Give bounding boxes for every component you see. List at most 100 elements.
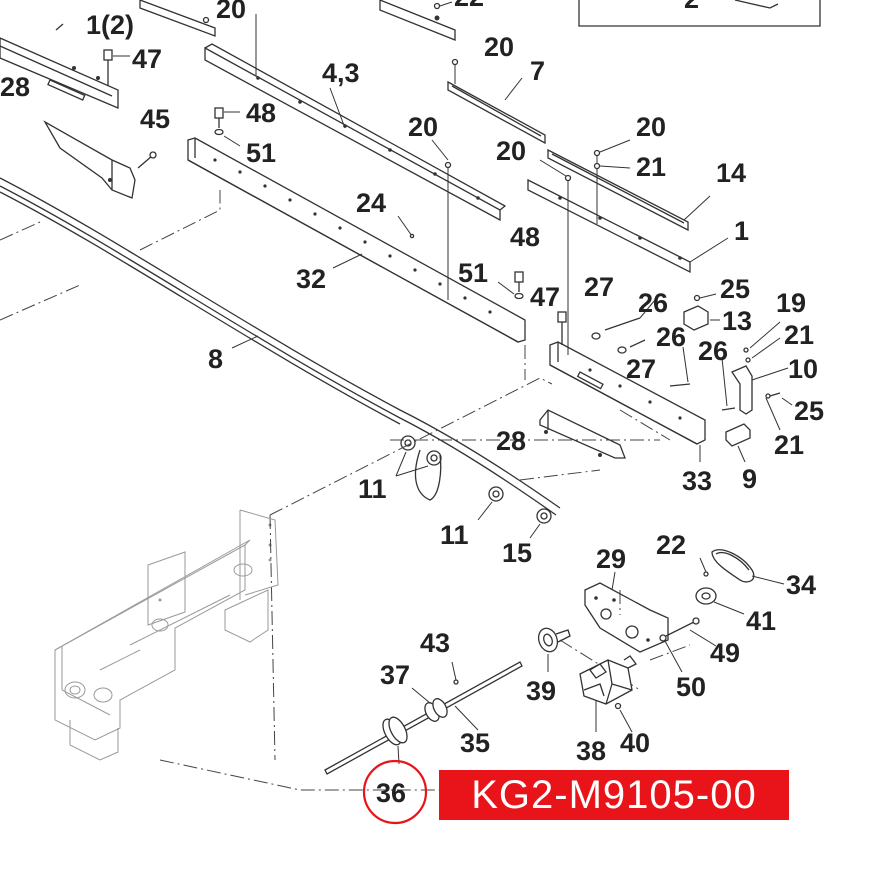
part-22-top-rail [379, 0, 456, 41]
callout-1-2: 1(2) [86, 10, 134, 40]
callout-36-highlighted: 36 [376, 778, 406, 808]
callout-37: 37 [380, 660, 410, 690]
callout-34: 34 [786, 570, 816, 600]
part-28-left-bracket [43, 120, 136, 199]
callout-9: 9 [742, 464, 757, 494]
callout-28: 28 [0, 72, 30, 102]
part-39-pulley [537, 627, 571, 672]
callout-13: 13 [722, 306, 752, 336]
part-14-rail [547, 148, 711, 232]
callout-50: 50 [676, 672, 706, 702]
part-32-bar [187, 137, 526, 343]
part-48-bolt-a [214, 107, 241, 147]
callout-32: 32 [296, 264, 326, 294]
callout-48: 48 [510, 222, 540, 252]
callout-33: 33 [682, 466, 712, 496]
callout-labels: 1(2) 20 22 2 47 28 45 48 51 4,3 20 7 20 … [0, 0, 824, 808]
callout-20: 20 [484, 32, 514, 62]
callout-41: 41 [746, 606, 776, 636]
ghost-base-assembly [54, 509, 279, 761]
part-code-label: KG2-M9105-00 [439, 770, 789, 820]
part-7-rail [447, 62, 546, 145]
callout-40: 40 [620, 728, 650, 758]
part-13-block [683, 293, 720, 331]
callout-15: 15 [502, 538, 532, 568]
part-33-frame [549, 341, 706, 462]
part-37-collar [411, 687, 448, 722]
callout-35: 35 [460, 728, 490, 758]
callout-51: 51 [246, 138, 276, 168]
part-9-bracket [725, 423, 751, 463]
callout-48: 48 [246, 98, 276, 128]
part-28-right-bracket [539, 409, 626, 459]
callout-8: 8 [208, 344, 223, 374]
part-48-bolt-b [497, 271, 524, 300]
callout-27: 27 [584, 272, 614, 302]
callout-1: 1 [734, 216, 749, 246]
part-10-bracket [731, 321, 789, 415]
callout-11: 11 [440, 520, 469, 550]
callout-26: 26 [638, 288, 668, 318]
callout-49: 49 [710, 638, 740, 668]
callout-38: 38 [576, 736, 606, 766]
callout-39: 39 [526, 676, 556, 706]
part-21-25-screws [765, 392, 793, 431]
callout-26: 26 [698, 336, 728, 366]
part-29-plate [584, 571, 669, 653]
part-11-pulley-b [477, 486, 504, 521]
part-45-bolt [137, 151, 157, 169]
callout-4-3: 4,3 [322, 58, 360, 88]
callout-26: 26 [656, 322, 686, 352]
callout-20: 20 [636, 112, 666, 142]
part-1-rail [527, 178, 729, 355]
part-38-motor [579, 655, 637, 732]
part-43-screw [451, 661, 459, 685]
part-36-pulley [382, 716, 408, 765]
part-1-2-rail [0, 37, 119, 109]
callout-21: 21 [774, 430, 804, 460]
part-40-screw [614, 702, 633, 733]
part-34-belt [711, 549, 785, 585]
callout-7: 7 [530, 56, 545, 86]
callout-10: 10 [788, 354, 818, 384]
callout-27: 27 [626, 354, 656, 384]
callout-24: 24 [356, 188, 386, 218]
callout-51: 51 [458, 258, 488, 288]
callout-47: 47 [132, 44, 162, 74]
part-2-box [578, 0, 821, 27]
part-41-pulley [695, 587, 745, 615]
part-4-3-rail [204, 14, 507, 222]
callout-20: 20 [216, 0, 246, 24]
part-47-bolt-a [103, 49, 130, 86]
callout-22: 22 [454, 0, 484, 12]
callout-20: 20 [496, 136, 526, 166]
callout-19: 19 [776, 288, 806, 318]
callout-22: 22 [656, 530, 686, 560]
callout-2: 2 [684, 0, 699, 14]
callout-20: 20 [408, 112, 438, 142]
callout-21: 21 [636, 152, 666, 182]
part-11-pulley-a [395, 435, 442, 477]
part-47-bolt-b [557, 311, 567, 345]
callout-25: 25 [794, 396, 824, 426]
callout-14: 14 [716, 158, 746, 188]
highlight-circle [362, 759, 428, 825]
part-50-washer [659, 634, 683, 673]
callout-47: 47 [530, 282, 560, 312]
part-26-27-fasteners [591, 299, 736, 411]
part-8-belt [0, 177, 561, 516]
part-15-pulley [529, 508, 552, 539]
part-49-bolt [665, 617, 717, 647]
part-35-shaft [324, 661, 523, 775]
part-20-top-rail [139, 0, 216, 37]
part-22-screw [699, 557, 709, 577]
callout-29: 29 [596, 544, 626, 574]
part-belt-loop [414, 449, 442, 501]
callout-11: 11 [358, 474, 387, 504]
callout-43: 43 [420, 628, 450, 658]
callout-45: 45 [140, 104, 170, 134]
callout-21: 21 [784, 320, 814, 350]
callout-28: 28 [496, 426, 526, 456]
callout-25: 25 [720, 274, 750, 304]
